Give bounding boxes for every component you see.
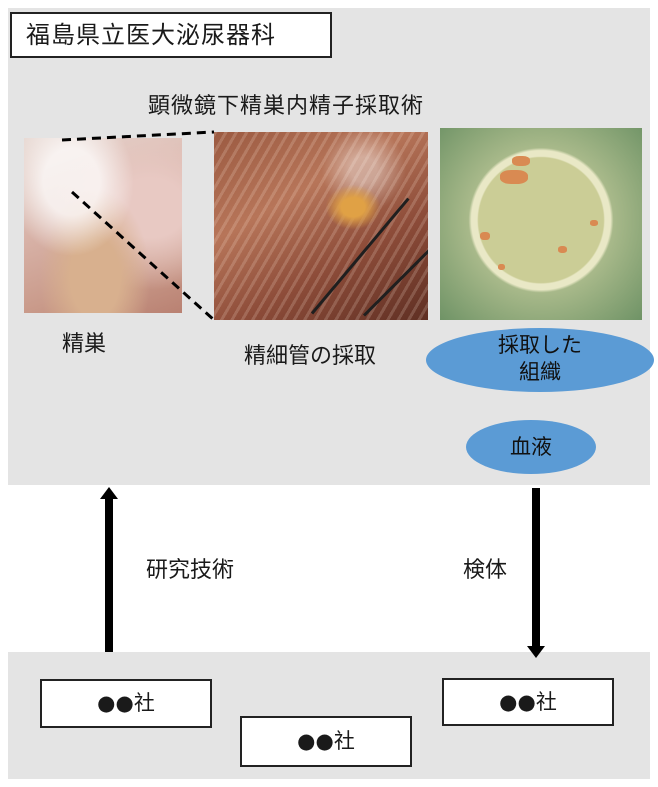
company-label: ●●社 — [97, 691, 155, 715]
company-box-2: ●●社 — [240, 716, 412, 767]
tissue-fragment — [558, 246, 567, 253]
hospital-title-box: 福島県立医大泌尿器科 — [10, 12, 332, 58]
tubules-photo — [214, 132, 428, 320]
arrow-down-head — [527, 646, 545, 658]
hospital-title: 福島県立医大泌尿器科 — [26, 21, 276, 49]
procedure-title: 顕微鏡下精巣内精子採取術 — [148, 88, 424, 120]
testis-photo — [24, 138, 182, 313]
forceps-line-2 — [363, 237, 428, 317]
company-box-3: ●●社 — [442, 678, 614, 726]
specimen-label: 検体 — [463, 552, 507, 584]
tissue-fragment — [512, 156, 530, 166]
company-label: ●●社 — [499, 690, 557, 714]
tissue-fragment — [590, 220, 598, 226]
tubules-caption: 精細管の採取 — [244, 338, 376, 370]
company-box-1: ●●社 — [40, 679, 212, 728]
blood-ellipse: 血液 — [466, 420, 596, 474]
research-technology-label: 研究技術 — [146, 552, 234, 584]
harvested-tissue-ellipse: 採取した 組織 — [426, 328, 654, 392]
company-label: ●●社 — [297, 729, 355, 753]
tissue-fragment — [500, 170, 528, 184]
harvested-tissue-line1: 採取した — [426, 332, 654, 359]
harvested-tissue-line2: 組織 — [426, 359, 654, 386]
arrow-up-shaft — [105, 498, 113, 652]
arrow-down-shaft — [532, 488, 540, 648]
petri-dish-photo — [440, 128, 642, 320]
tissue-fragment — [480, 232, 490, 240]
blood-label: 血液 — [510, 435, 552, 459]
forceps-line-1 — [311, 198, 410, 315]
tissue-fragment — [498, 264, 505, 270]
testis-caption: 精巣 — [62, 326, 106, 358]
